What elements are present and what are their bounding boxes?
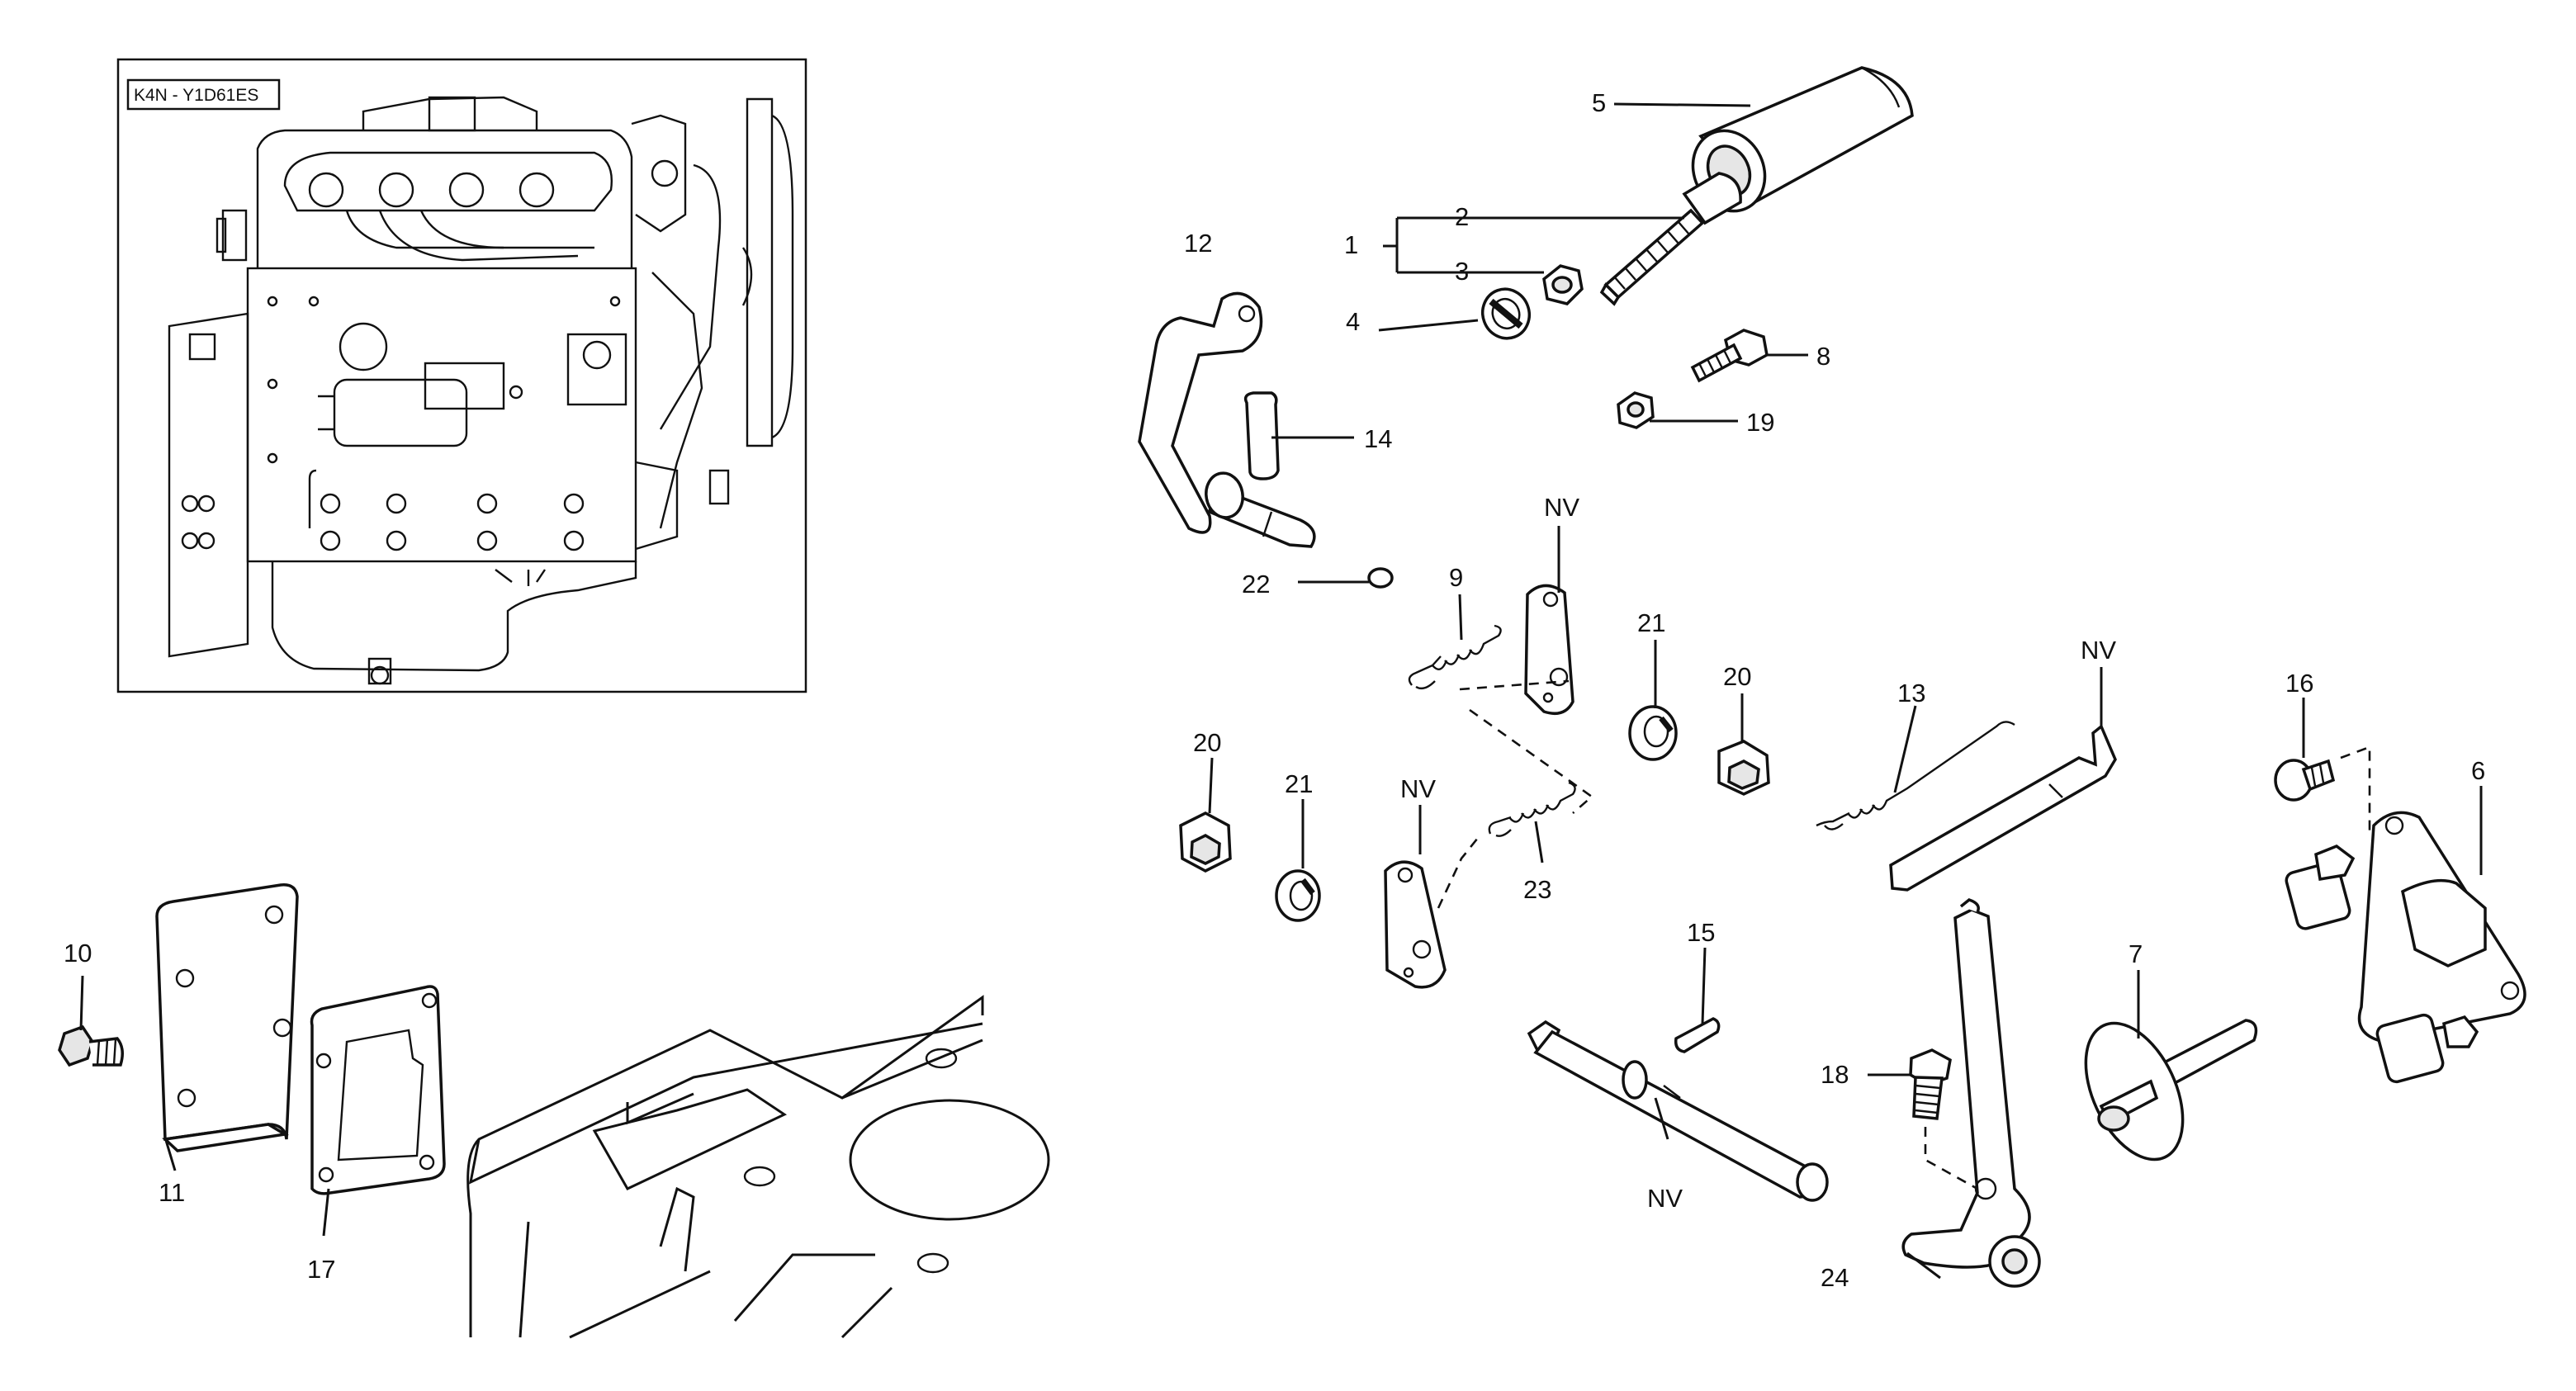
knob-part-5 (1691, 66, 1914, 213)
callout-21-left: 21 (1285, 769, 1313, 798)
nut-part-20-left (1179, 811, 1232, 873)
callout-10: 10 (64, 939, 92, 968)
disc-part-7 (2084, 1019, 2258, 1162)
bracket-part-6 (2285, 811, 2526, 1084)
nut-part-19 (1617, 391, 1655, 429)
plate-lever-lower (1384, 860, 1447, 989)
pin-part-14 (1243, 391, 1280, 480)
model-label-box (126, 78, 281, 111)
callout-9: 9 (1449, 563, 1463, 592)
bolt-part-8 (1690, 329, 1769, 383)
callout-nv-upper: NV (1544, 493, 1579, 522)
callout-16: 16 (2285, 669, 2313, 698)
plate-lever-upper (1524, 584, 1574, 715)
gasket (310, 985, 446, 1195)
screw-part-2 (1599, 172, 1742, 306)
lever-part-24 (1901, 898, 2041, 1288)
lever-part-12 (1138, 291, 1316, 548)
callout-1: 1 (1344, 230, 1358, 259)
dashed-connection-bracket (2340, 745, 2371, 834)
callout-22: 22 (1242, 570, 1270, 599)
callout-nv-lower: NV (1400, 774, 1436, 803)
callout-21-upper: 21 (1637, 608, 1665, 637)
callout-8: 8 (1816, 342, 1830, 371)
model-label: K4N - Y1D61ES (134, 86, 258, 105)
callout-2: 2 (1455, 202, 1469, 231)
shaft-nv (1527, 1020, 1829, 1202)
washer-part-21-upper (1628, 705, 1678, 761)
washer-part-21-left (1275, 869, 1321, 922)
callout-11: 11 (159, 1178, 185, 1207)
dashed-connection-levers (1437, 679, 1594, 909)
callout-13: 13 (1897, 679, 1925, 707)
callout-5: 5 (1592, 88, 1606, 117)
spring-part-23 (1488, 781, 1576, 837)
callout-15: 15 (1687, 918, 1715, 947)
callout-17: 17 (307, 1255, 335, 1284)
bolt-part-18 (1909, 1048, 1952, 1120)
callout-12: 12 (1184, 229, 1212, 258)
callout-6: 6 (2471, 756, 2485, 785)
bolt-part-10 (58, 1024, 124, 1067)
callout-3: 3 (1455, 257, 1469, 286)
spring-part-9 (1408, 624, 1502, 690)
cover-plate (155, 883, 299, 1152)
engine-drawing (168, 96, 794, 685)
dashed-connection-lever24 (1924, 1127, 1978, 1190)
nut-part-3 (1542, 264, 1584, 305)
callout-7: 7 (2129, 939, 2143, 968)
bolt-part-16 (2274, 759, 2336, 802)
leader-lines (79, 102, 2483, 1280)
cylinder-block-section (466, 995, 1050, 1339)
link-rod-right (1889, 724, 2117, 892)
callout-group-1-brace (1383, 216, 1684, 274)
callout-nv-link: NV (2081, 636, 2116, 665)
washer-part-4 (1481, 287, 1531, 340)
callout-20-upper: 20 (1723, 662, 1751, 691)
callout-nv-shaft: NV (1647, 1184, 1683, 1213)
callout-23: 23 (1523, 875, 1551, 904)
pin-part-15 (1674, 1017, 1721, 1053)
callout-19: 19 (1746, 408, 1774, 437)
o-ring-part-22 (1367, 567, 1394, 589)
callout-18: 18 (1821, 1060, 1849, 1089)
callout-4: 4 (1346, 307, 1360, 336)
callout-24: 24 (1821, 1263, 1849, 1292)
callout-20-left: 20 (1193, 728, 1221, 757)
nut-part-20-upper (1717, 740, 1770, 796)
spring-part-13 (1816, 721, 2015, 830)
engine-overview-inset: K4N - Y1D61ES (116, 58, 807, 693)
callout-14: 14 (1364, 424, 1392, 453)
callout-labels: 5 2 1 3 4 8 19 12 14 22 9 NV 21 20 13 NV… (64, 88, 2485, 1292)
